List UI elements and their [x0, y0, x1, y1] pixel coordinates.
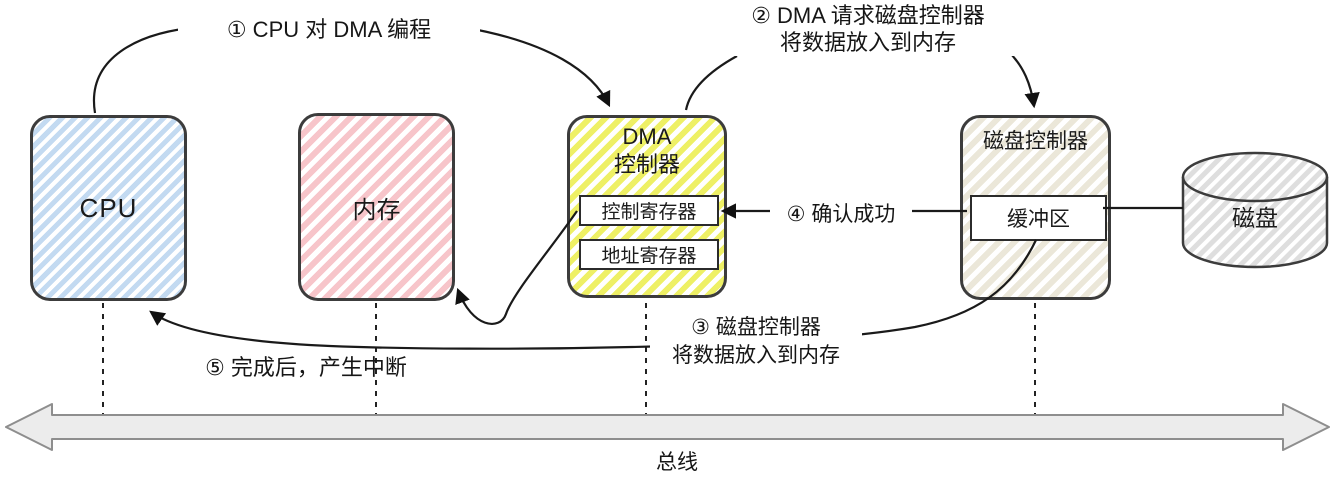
dma-controller-box: DMA 控制器 控制寄存器 地址寄存器 — [567, 115, 727, 298]
memory-label: 内存 — [352, 196, 401, 224]
step2-label: ② DMA 请求磁盘控制器 将数据放入到内存 — [693, 2, 1043, 56]
dma-to-memory-arrow — [455, 210, 578, 325]
step2-arrow-to-dma — [684, 55, 738, 111]
disk-controller-box: 磁盘控制器 缓冲区 — [960, 115, 1111, 300]
address-register-label: 地址寄存器 — [601, 246, 697, 267]
bus-label: 总线 — [656, 451, 698, 474]
step3-label: ③ 磁盘控制器 将数据放入到内存 — [650, 314, 862, 370]
buffer-label: 缓冲区 — [1007, 208, 1070, 231]
cpu-label: CPU — [79, 192, 138, 223]
cpu-box: CPU — [30, 115, 187, 301]
step5-label: ⑤ 完成后，产生中断 — [205, 355, 407, 380]
dma-title-line2: 控制器 — [613, 152, 680, 177]
control-register-label: 控制寄存器 — [601, 202, 697, 223]
dma-title-line1: DMA — [622, 124, 672, 149]
step3-label-line2: 将数据放入到内存 — [672, 344, 840, 367]
step3-label-line1: ③ 磁盘控制器 — [691, 316, 821, 339]
step4-label: ④ 确认成功 — [770, 198, 912, 228]
memory-box: 内存 — [298, 113, 455, 301]
bus-arrow — [5, 403, 1330, 451]
step2-arrow-to-disk-controller — [1006, 49, 1040, 109]
dma-controller-title: DMA 控制器 — [570, 123, 724, 179]
step1-label: ① CPU 对 DMA 编程 — [178, 12, 480, 44]
buffer-box: 缓冲区 — [970, 195, 1107, 241]
control-register-box: 控制寄存器 — [579, 195, 719, 226]
disk-controller-title: 磁盘控制器 — [983, 130, 1088, 153]
step2-label-line2: 将数据放入到内存 — [779, 30, 956, 55]
address-register-box: 地址寄存器 — [579, 239, 719, 270]
disk-label: 磁盘 — [1232, 205, 1278, 231]
step2-label-line1: ② DMA 请求磁盘控制器 — [751, 3, 985, 28]
